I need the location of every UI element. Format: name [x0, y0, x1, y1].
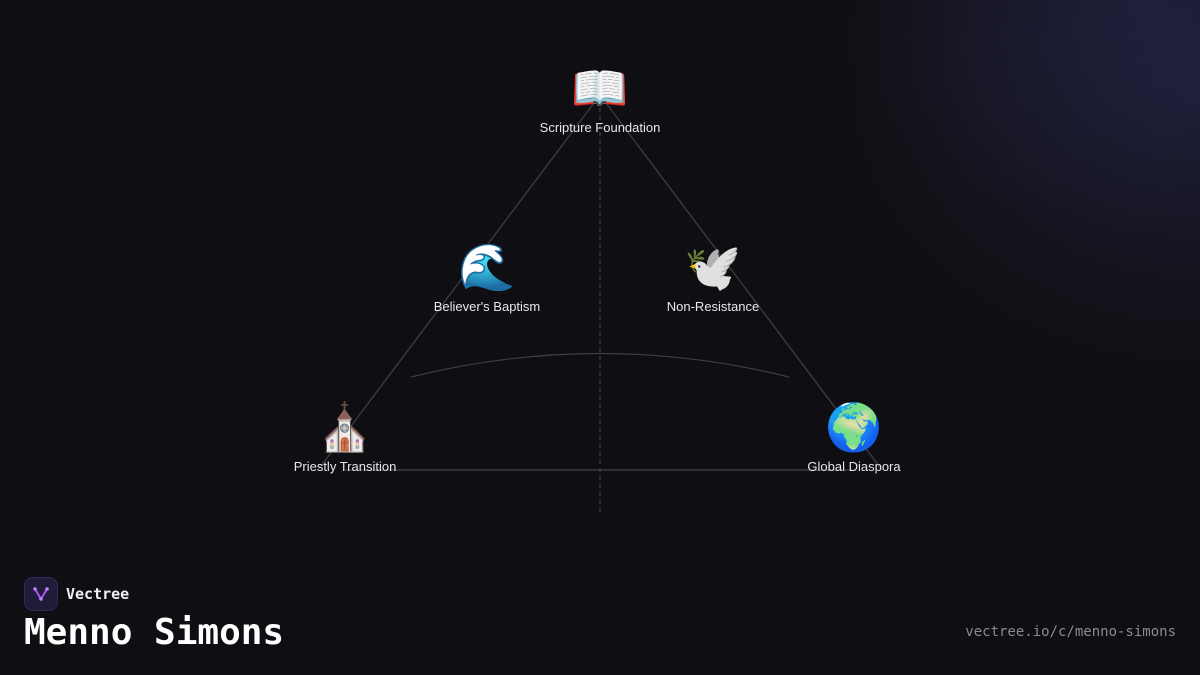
page-url[interactable]: vectree.io/c/menno-simons [965, 624, 1176, 640]
node-label: Non-Resistance [666, 299, 760, 314]
vectree-logo-icon [24, 577, 58, 611]
node-scripture-foundation: 📖 Scripture Foundation [500, 60, 700, 135]
water-wave-icon: 🌊 [458, 240, 516, 294]
node-global-diaspora: 🌍 Global Diaspora [754, 399, 954, 474]
globe-icon: 🌍 [825, 400, 883, 454]
edge-left [317, 94, 601, 471]
brand-name: Vectree [66, 585, 130, 603]
page-title: Menno Simons [24, 612, 285, 653]
edge-right [599, 94, 883, 471]
brand: Vectree [24, 577, 129, 611]
open-book-icon: 📖 [571, 61, 629, 115]
church-icon: ⛪ [316, 400, 374, 454]
node-believers-baptism: 🌊 Believer's Baptism [387, 239, 587, 314]
node-label: Scripture Foundation [539, 120, 661, 135]
dove-icon: 🕊️ [684, 240, 742, 294]
node-label: Priestly Transition [293, 459, 397, 474]
arc-curve [410, 352, 790, 378]
node-priestly-transition: ⛪ Priestly Transition [245, 399, 445, 474]
node-non-resistance: 🕊️ Non-Resistance [613, 239, 813, 314]
node-label: Global Diaspora [807, 459, 901, 474]
node-label: Believer's Baptism [433, 299, 541, 314]
